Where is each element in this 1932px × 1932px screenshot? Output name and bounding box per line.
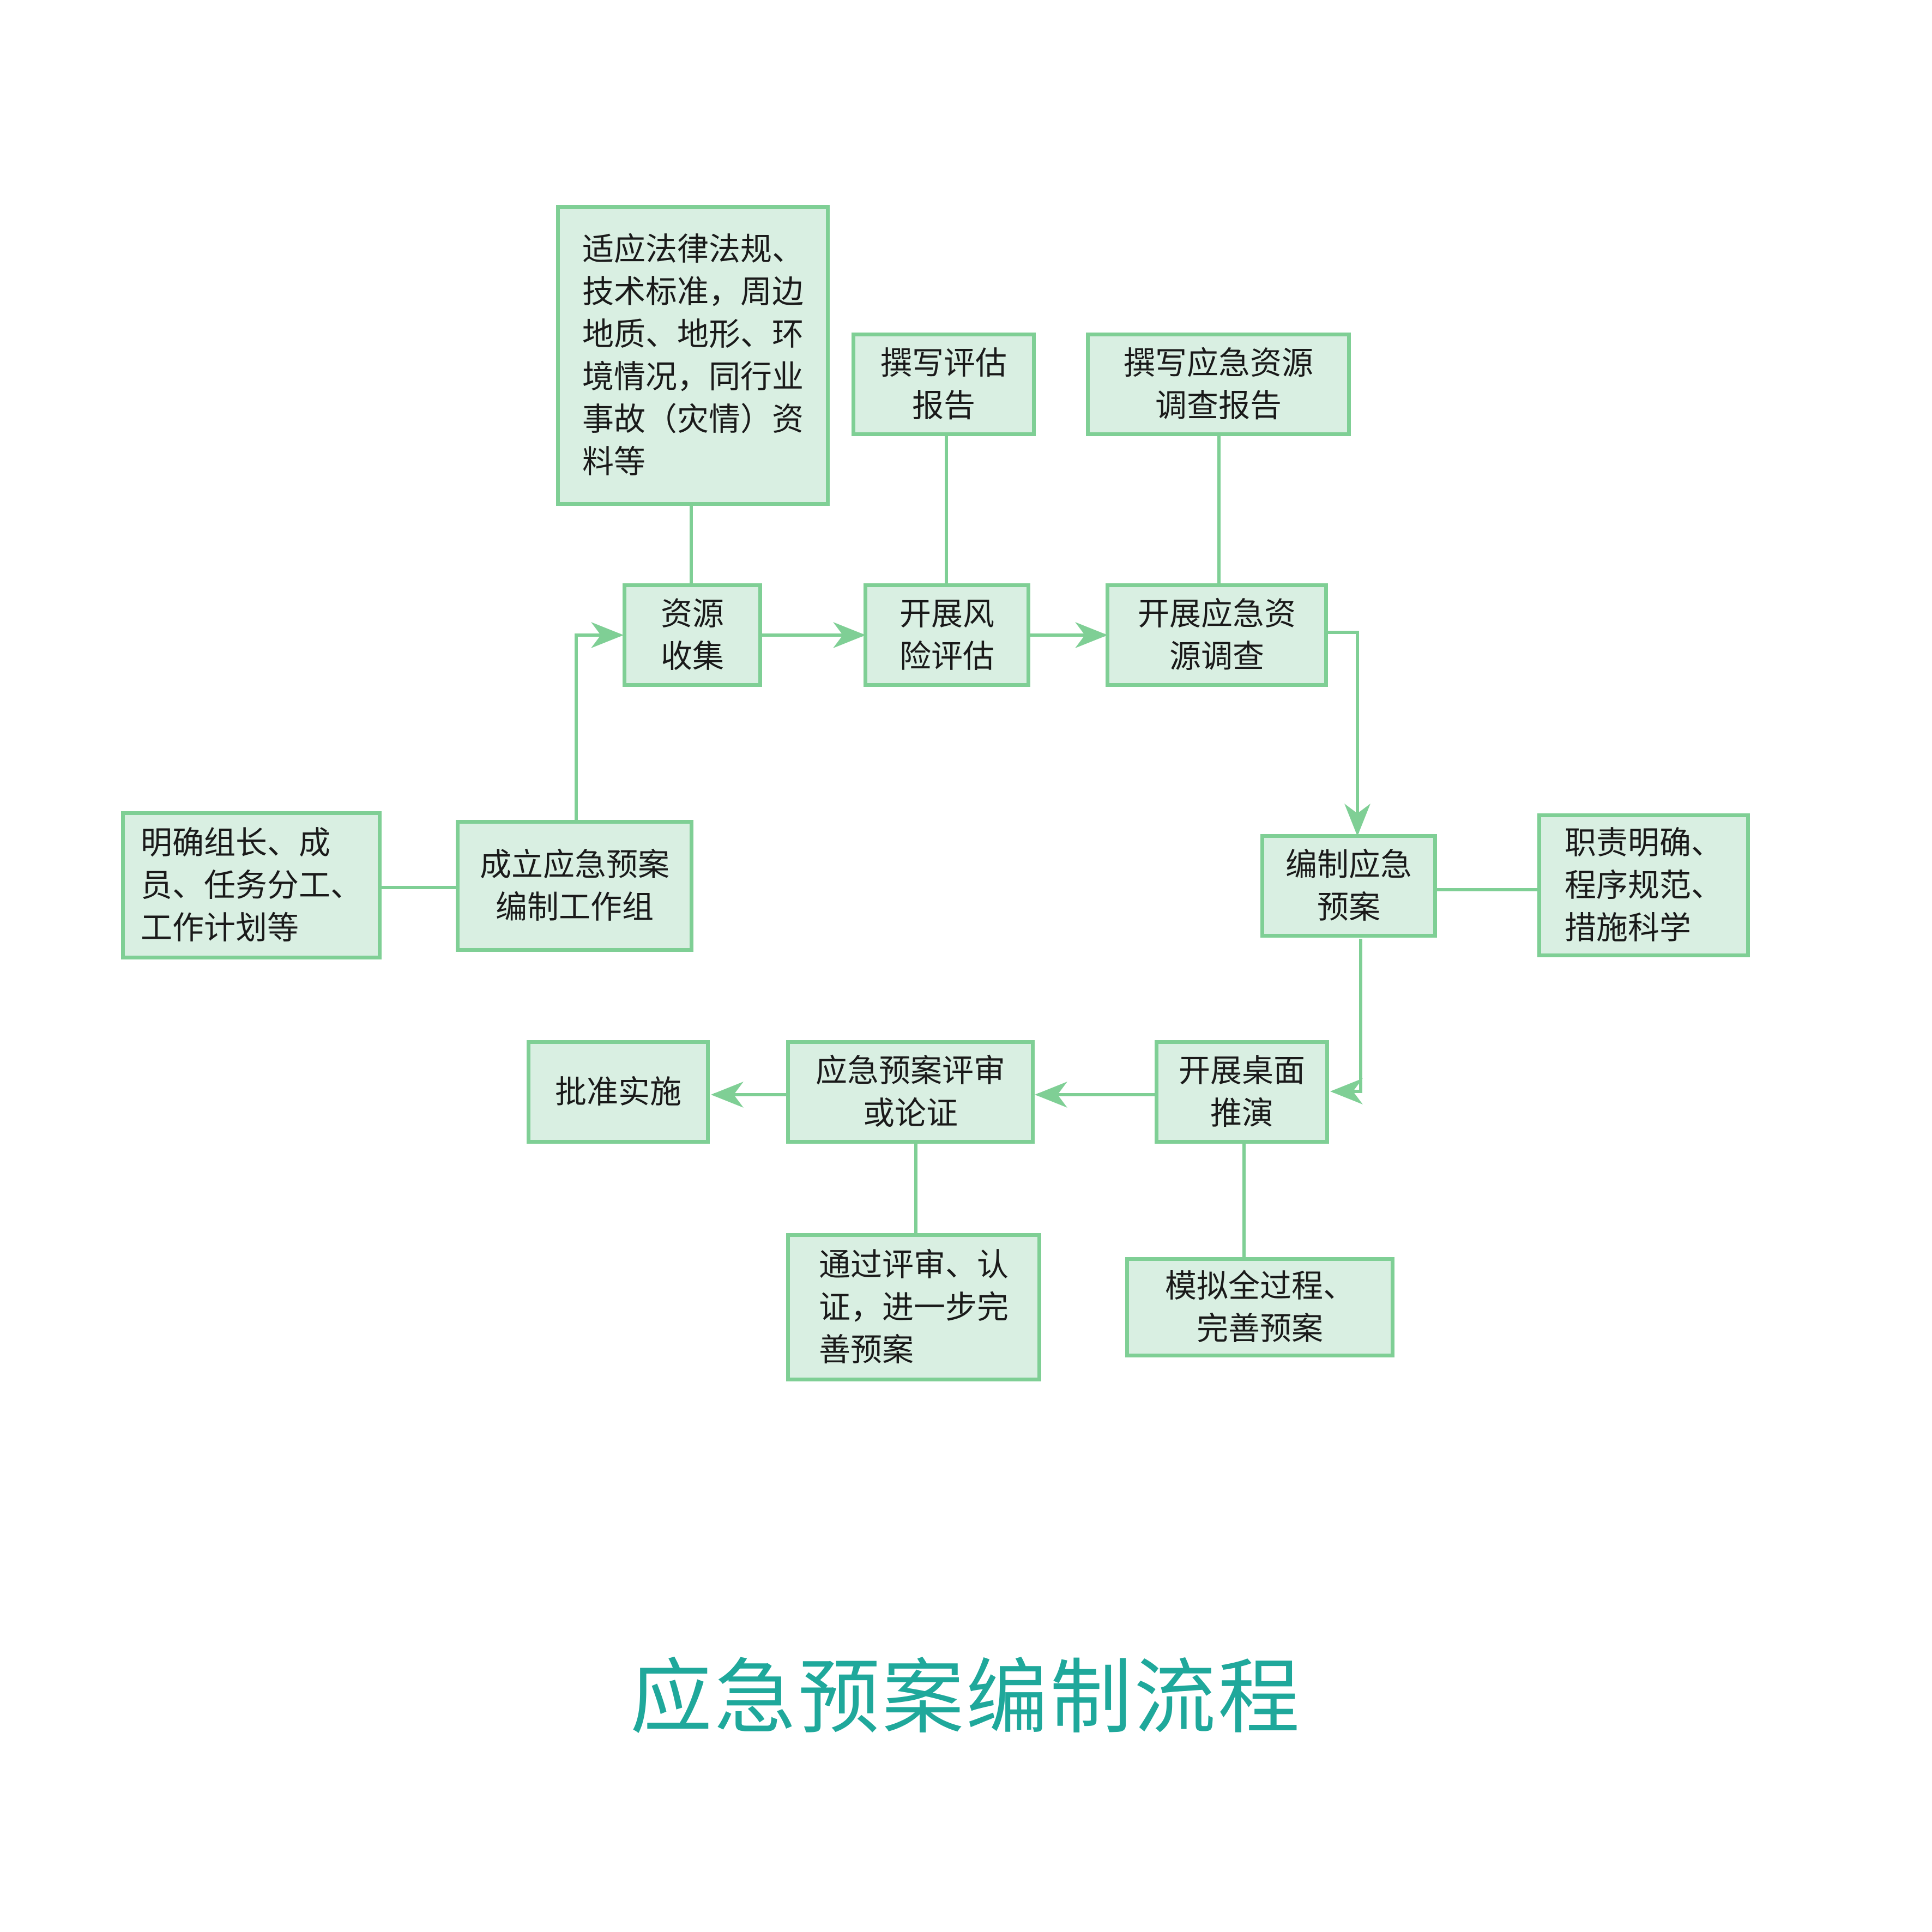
responsibilities-box: 职责明确、 程序规范、 措施科学 xyxy=(1537,813,1750,957)
write-assessment-report-box: 撰写评估 报告 xyxy=(852,333,1036,436)
simulate-text: 模拟全过程、 完善预案 xyxy=(1164,1267,1355,1347)
arrow-form-team-to-resource-collection xyxy=(575,622,624,823)
review-box: 应急预案评审 或论证 xyxy=(786,1040,1035,1144)
compile-plan-text: 编制应急 预案 xyxy=(1285,846,1412,926)
approve-box: 批准实施 xyxy=(527,1040,710,1144)
arrow-resource-survey-to-compile xyxy=(1328,631,1370,836)
resource-collection-box: 资源 收集 xyxy=(623,583,762,687)
form-team-box: 成立应急预案 编制工作组 xyxy=(456,820,693,952)
tabletop-box: 开展桌面 推演 xyxy=(1155,1040,1329,1144)
simulate-box: 模拟全过程、 完善预案 xyxy=(1125,1257,1394,1357)
tabletop-text: 开展桌面 推演 xyxy=(1178,1052,1305,1132)
diagram-title: 应急预案编制流程 xyxy=(630,1651,1302,1746)
team-details-text: 明确组长、成 员、任务分工、 工作计划等 xyxy=(140,824,362,946)
form-team-text: 成立应急预案 编制工作组 xyxy=(479,846,669,926)
improve-via-review-text: 通过评审、认 证，进一步完 善预案 xyxy=(818,1246,1009,1368)
resource-collection-text: 资源 收集 xyxy=(660,595,724,675)
team-details-box: 明确组长、成 员、任务分工、 工作计划等 xyxy=(121,811,382,959)
resource-survey-box: 开展应急资 源调查 xyxy=(1106,583,1328,687)
improve-via-review-box: 通过评审、认 证，进一步完 善预案 xyxy=(786,1233,1041,1381)
write-assessment-report-text: 撰写评估 报告 xyxy=(880,345,1007,424)
arrow-compile-to-tabletop xyxy=(1330,939,1363,1104)
risk-assessment-box: 开展风 险评估 xyxy=(864,583,1030,687)
responsibilities-text: 职责明确、 程序规范、 措施科学 xyxy=(1564,824,1723,946)
laws-box: 适应法律法规、 技术标准，周边 地质、地形、环 境情况，同行业 事故（灾情）资 … xyxy=(556,205,830,506)
approve-text: 批准实施 xyxy=(554,1073,681,1110)
laws-text: 适应法律法规、 技术标准，周边 地质、地形、环 境情况，同行业 事故（灾情）资 … xyxy=(582,231,804,480)
compile-plan-box: 编制应急 预案 xyxy=(1260,834,1437,938)
write-resource-report-text: 撰写应急资源 调查报告 xyxy=(1123,345,1313,424)
review-text: 应急预案评审 或论证 xyxy=(815,1052,1005,1132)
write-resource-report-box: 撰写应急资源 调查报告 xyxy=(1086,333,1351,436)
resource-survey-text: 开展应急资 源调查 xyxy=(1137,595,1296,675)
risk-assessment-text: 开展风 险评估 xyxy=(899,595,994,675)
